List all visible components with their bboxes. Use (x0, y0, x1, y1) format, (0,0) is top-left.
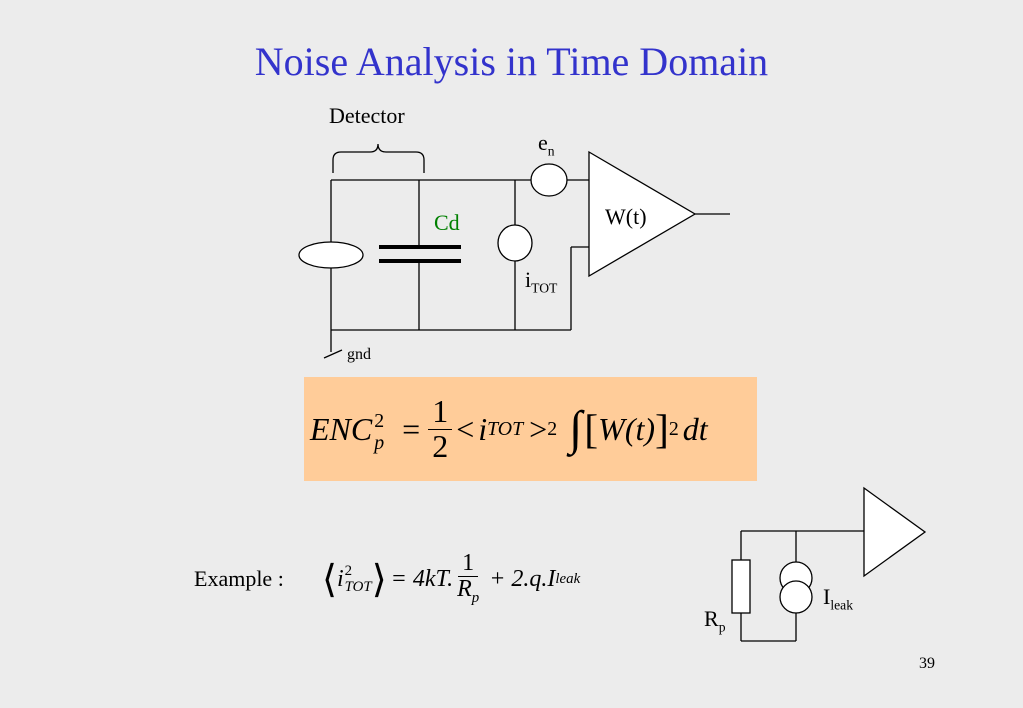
amplifier-triangle (588, 150, 697, 278)
example-frac-den: Rp (453, 577, 483, 606)
slide-title: Noise Analysis in Time Domain (254, 39, 769, 84)
en-label-sub: n (547, 143, 555, 159)
enc-frac-den: 2 (432, 427, 449, 464)
example-rhs-tail: + 2.q.I (489, 565, 556, 592)
en-label: en (538, 130, 555, 159)
enc-i-main: i (478, 411, 488, 447)
itot-source (497, 224, 533, 262)
detector-source (298, 241, 364, 269)
rp-label: Rp (704, 606, 726, 635)
example-frac-den-main: R (457, 576, 472, 603)
enc-bracket-close: ] (655, 406, 669, 452)
ileak-source-bottom (779, 580, 813, 614)
rp-label-main: R (704, 606, 719, 631)
enc-equals: = (402, 411, 421, 447)
small-amplifier-triangle (863, 486, 927, 578)
example-frac-den-sub: p (471, 590, 480, 607)
itot-label-main: i (525, 267, 532, 292)
enc-integral: ∫ (569, 402, 583, 455)
example-angle-open: ⟨ (322, 558, 337, 601)
enc-bracket-open: [ (584, 406, 599, 452)
ileak-label: Ileak (823, 584, 853, 613)
enc-gt: > (529, 411, 548, 447)
gnd-label: gnd (347, 346, 371, 363)
wt-label: W(t) (605, 204, 647, 229)
en-label-main: e (538, 130, 548, 155)
enc-lt: < (456, 411, 475, 447)
example-angle-close: ⟩ (371, 558, 387, 601)
example-lhs-sup: 2 (344, 562, 353, 579)
enc-power: 2 (547, 418, 558, 440)
example-rhs-coeff: = 4kT. (390, 565, 454, 592)
example-rhs-tail-sub: leak (555, 570, 581, 587)
enc-formula-box (304, 377, 757, 481)
enc-bracket-power: 2 (668, 418, 679, 440)
detector-label: Detector (329, 103, 405, 128)
rp-resistor (731, 559, 751, 614)
enc-dt: dt (682, 411, 708, 447)
cd-label: Cd (434, 210, 460, 235)
ileak-label-sub: leak (830, 597, 854, 613)
ileak-label-main: I (823, 584, 831, 609)
enc-lhs-sup: 2 (374, 409, 385, 432)
example-lhs-sub: TOT (344, 579, 372, 595)
en-source (530, 163, 568, 197)
example-label: Example : (194, 566, 284, 591)
enc-frac-num: 1 (428, 394, 453, 430)
enc-i-sub: TOT (487, 418, 524, 440)
page-number: 39 (919, 655, 935, 672)
itot-label: iTOT (525, 267, 557, 296)
itot-label-sub: TOT (531, 280, 558, 296)
enc-w-expr: W(t) (598, 411, 656, 447)
rp-label-sub: p (718, 619, 726, 635)
enc-lhs-main: ENC (310, 411, 373, 447)
detector-brace (332, 143, 425, 173)
example-frac-num: 1 (458, 551, 479, 578)
gnd-tick (323, 349, 343, 359)
example-lhs-i: i (336, 565, 344, 592)
enc-lhs-sub: p (374, 431, 385, 454)
